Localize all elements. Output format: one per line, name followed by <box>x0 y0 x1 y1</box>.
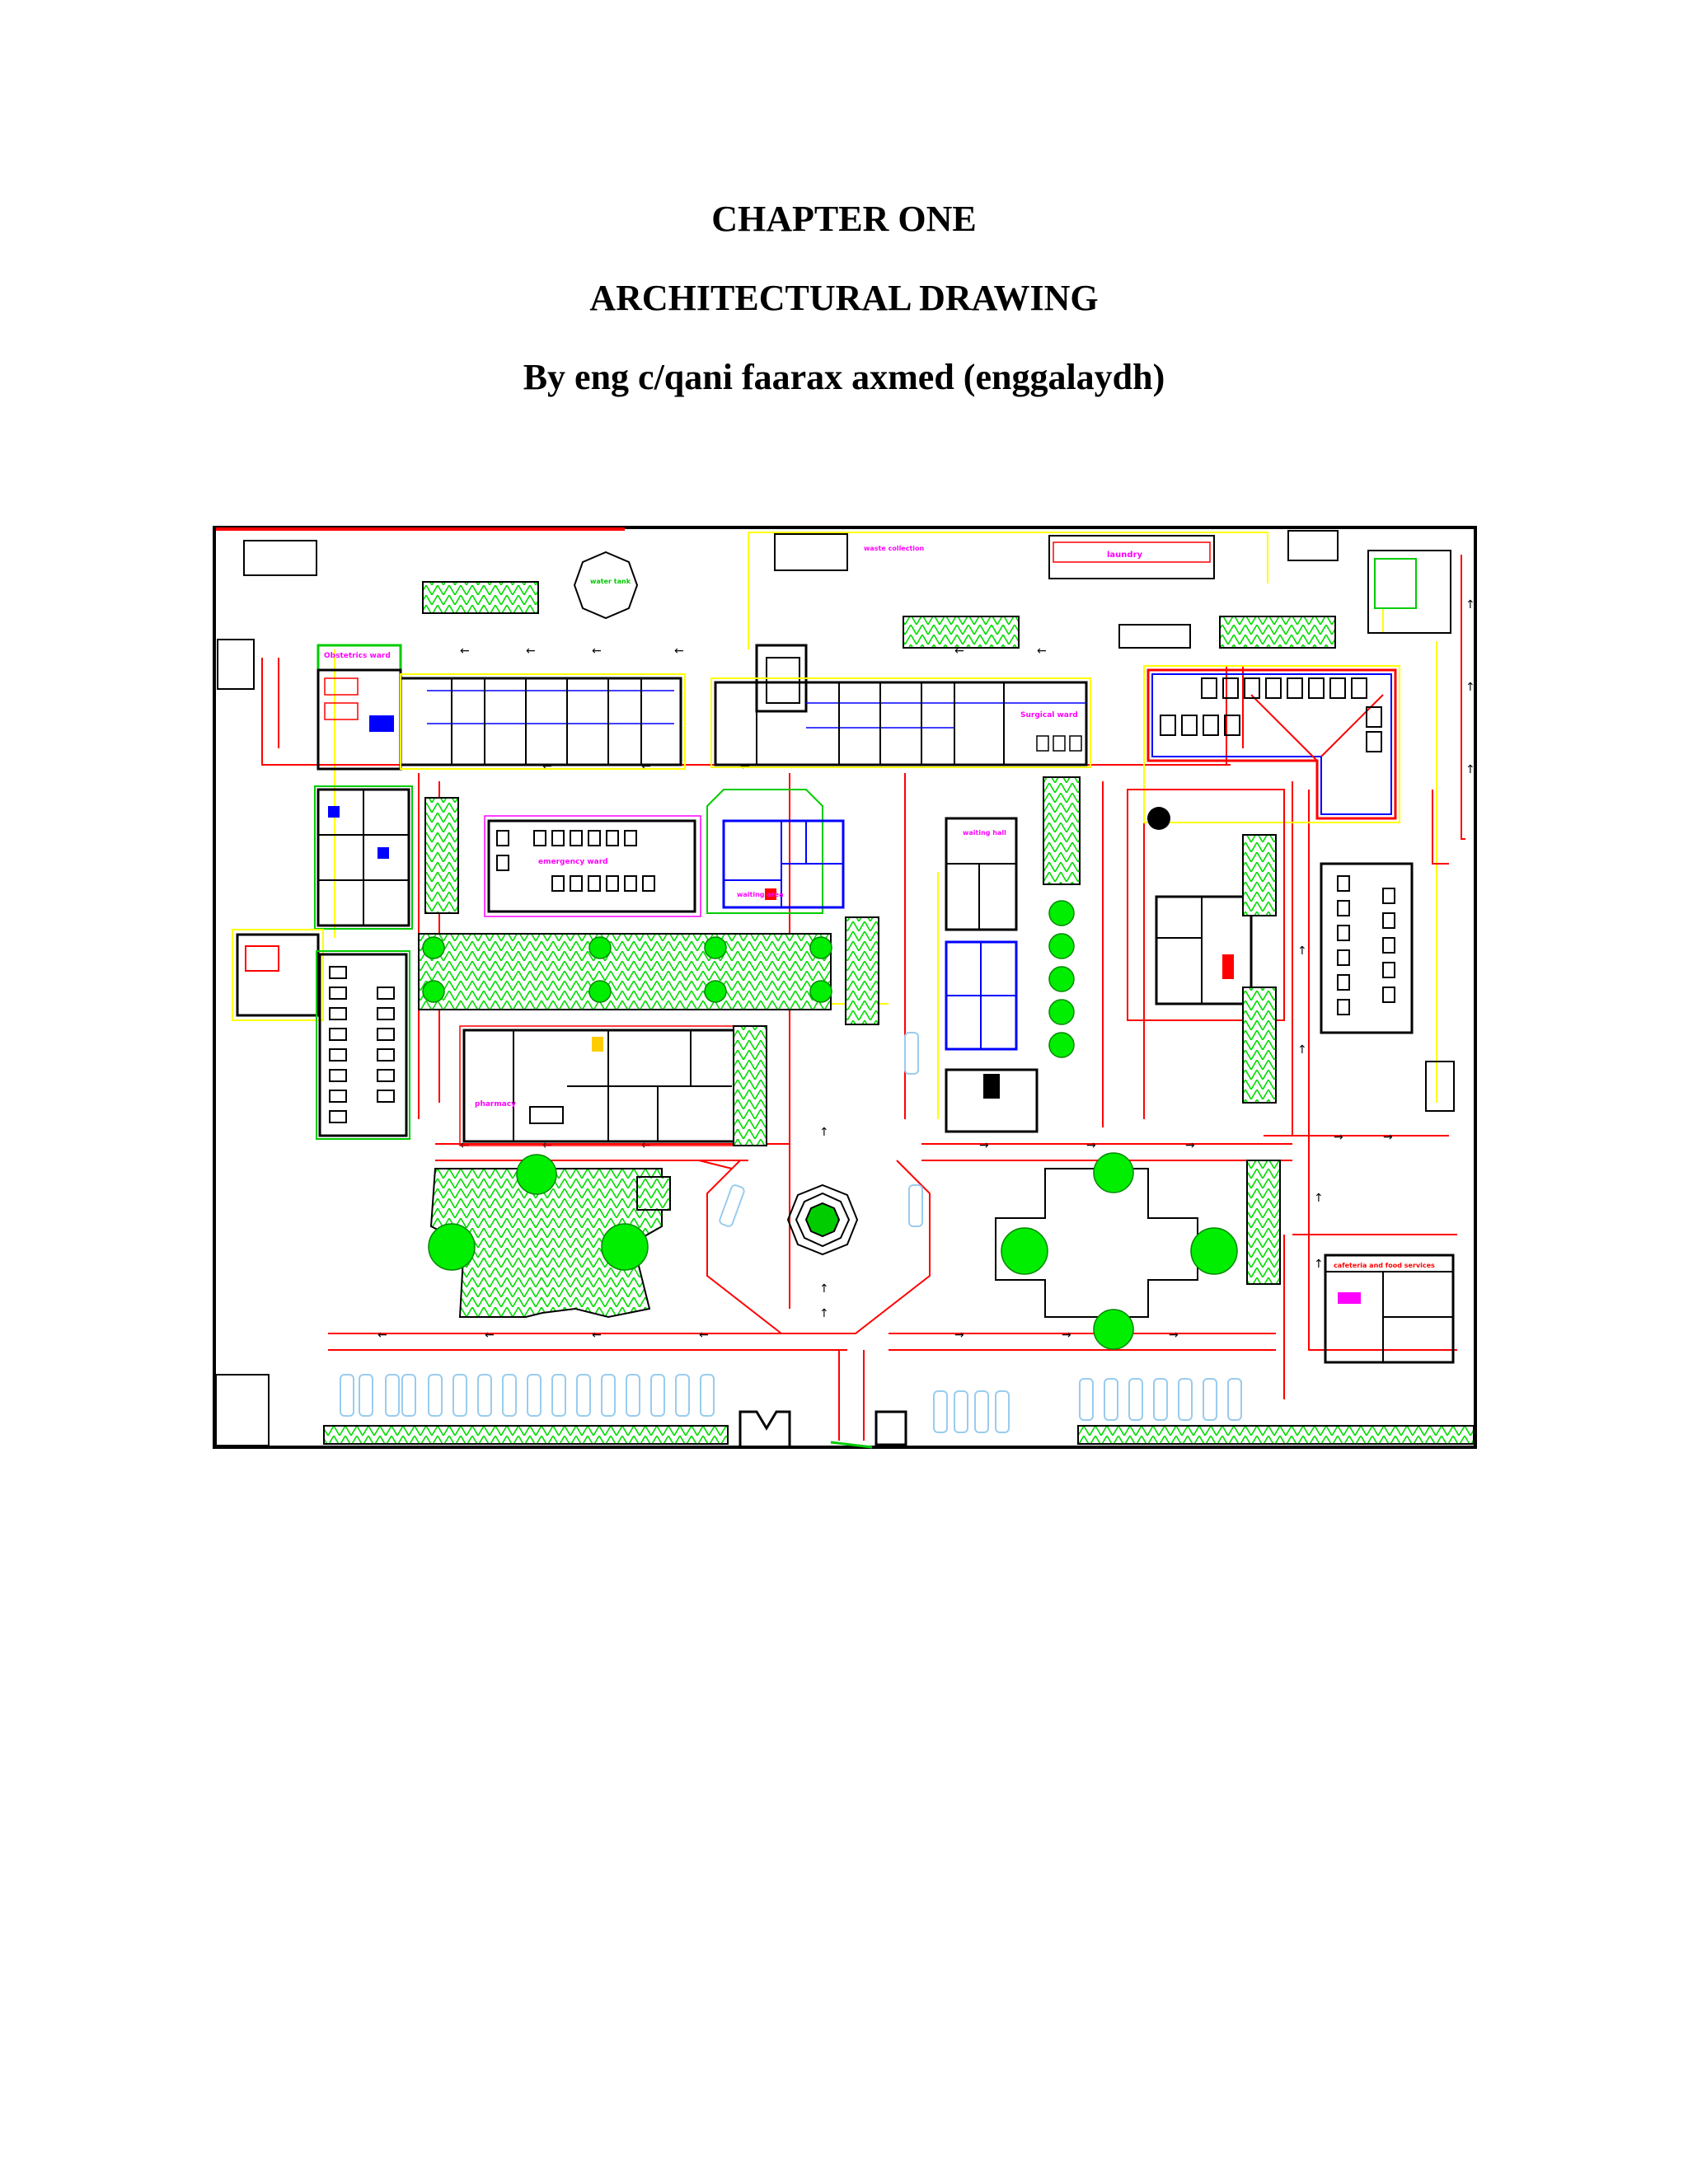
trees-lower-right <box>1001 1152 1238 1350</box>
svg-text:→: → <box>1062 1329 1071 1342</box>
building-upper-right <box>1143 665 1400 823</box>
svg-text:↑: ↑ <box>819 1307 829 1320</box>
building-upper-middle <box>710 644 1091 768</box>
roundabout-paving <box>706 1160 931 1334</box>
svg-text:↑: ↑ <box>1465 681 1475 694</box>
svg-text:←: ← <box>377 1329 387 1342</box>
cars-roundabout <box>719 1032 923 1227</box>
trees-column <box>1048 900 1075 1058</box>
architectural-site-plan: ←←← ←←← ←←← ←←← →→→ →→ ←←←← →→→ ↑↑↑ ↑↑↑ … <box>213 526 1477 1449</box>
svg-text:→: → <box>1086 1139 1096 1152</box>
svg-text:←: ← <box>954 644 964 658</box>
water-tank <box>573 551 639 620</box>
main-gate <box>738 1410 907 1449</box>
security-post <box>1367 550 1451 634</box>
waiting-area-label: waiting area <box>737 891 783 898</box>
svg-text:↑: ↑ <box>819 1126 829 1139</box>
svg-text:←: ← <box>1037 644 1047 658</box>
svg-text:↑: ↑ <box>819 1282 829 1296</box>
planter-lower-right <box>1246 1160 1281 1285</box>
security-post-inner <box>1374 558 1417 609</box>
svg-text:←: ← <box>460 644 470 658</box>
parking-cars-right <box>933 1378 1242 1433</box>
building-waiting-hall <box>945 817 1039 1133</box>
planter-right-small <box>845 916 879 1025</box>
svg-text:←: ← <box>674 644 684 658</box>
svg-text:→: → <box>1185 1139 1195 1152</box>
building-right-ward <box>1320 862 1455 1112</box>
planter-top-3 <box>1219 616 1336 649</box>
svg-text:↑: ↑ <box>1465 598 1475 612</box>
svg-text:↑: ↑ <box>1465 763 1475 776</box>
planter-pharmacy-right <box>733 1025 767 1146</box>
svg-text:←: ← <box>485 1329 495 1342</box>
svg-text:↑: ↑ <box>1297 1043 1307 1057</box>
generator-box <box>1287 530 1339 561</box>
building-laboratory <box>706 789 845 914</box>
surgical-ward-label: Surgical ward <box>1020 711 1078 719</box>
emergency-ward-label: emergency ward <box>538 858 608 866</box>
planter-top-1 <box>422 581 539 614</box>
water-tank-label: water tank <box>590 578 631 585</box>
svg-text:←: ← <box>699 1329 709 1342</box>
cafeteria-label: cafeteria and food services <box>1334 1262 1435 1269</box>
planter-right-1 <box>1242 834 1277 916</box>
entry-lockers-left <box>217 639 255 690</box>
building-cafeteria <box>1324 1254 1455 1364</box>
svg-text:←: ← <box>542 760 552 773</box>
trees-middle <box>422 936 832 1003</box>
building-administration <box>1127 789 1285 1021</box>
planter-bottom-right <box>1077 1425 1475 1445</box>
laundry-building <box>1048 535 1215 579</box>
building-left-wing <box>232 785 413 1140</box>
svg-text:→: → <box>1383 1131 1393 1144</box>
parking-cars-left <box>340 1374 715 1417</box>
svg-text:←: ← <box>641 760 651 773</box>
waste-room <box>774 533 848 571</box>
building-upper-left <box>316 644 686 771</box>
planter-left-vertical <box>424 797 459 914</box>
svg-text:→: → <box>979 1139 989 1152</box>
trees-lower-left <box>428 1154 649 1271</box>
guard-booth-bottom-left <box>215 1374 270 1446</box>
document-title: ARCHITECTURAL DRAWING <box>589 278 1099 318</box>
roundabout <box>786 1183 859 1256</box>
planter-tree-column <box>1043 776 1081 885</box>
svg-text:↑: ↑ <box>1314 1192 1324 1205</box>
planter-bottom-left <box>323 1425 729 1445</box>
laundry-label: laundry <box>1107 551 1143 560</box>
svg-text:↑: ↑ <box>1297 944 1307 958</box>
planter-wide-middle <box>418 933 832 1010</box>
parking-top-right <box>1118 624 1191 649</box>
author-line: By eng c/qani faarax axmed (enggalaydh) <box>523 357 1165 397</box>
planter-lower-left-small <box>636 1176 671 1211</box>
waste-collection-label: waste collection <box>864 545 925 552</box>
svg-text:→: → <box>1169 1329 1179 1342</box>
garden-lower-right <box>995 1168 1198 1318</box>
gatehouse-top-left <box>243 540 317 576</box>
laundry-inner <box>1053 541 1211 563</box>
svg-text:↑: ↑ <box>1314 1258 1324 1271</box>
pharmacy-label: pharmacy <box>475 1100 516 1108</box>
svg-text:→: → <box>1334 1131 1343 1144</box>
building-emergency-ward <box>484 815 701 917</box>
planter-top-2 <box>903 616 1020 649</box>
chapter-heading: CHAPTER ONE <box>711 199 977 239</box>
waiting-hall-label: waiting hall <box>963 829 1006 837</box>
svg-text:←: ← <box>592 1329 602 1342</box>
circulation-roads <box>261 555 1465 1441</box>
svg-text:→: → <box>954 1329 964 1342</box>
planter-right-2 <box>1242 987 1277 1104</box>
svg-text:←: ← <box>526 644 536 658</box>
svg-text:←: ← <box>592 644 602 658</box>
obstetrics-ward-label: Obstetrics ward <box>324 652 391 660</box>
